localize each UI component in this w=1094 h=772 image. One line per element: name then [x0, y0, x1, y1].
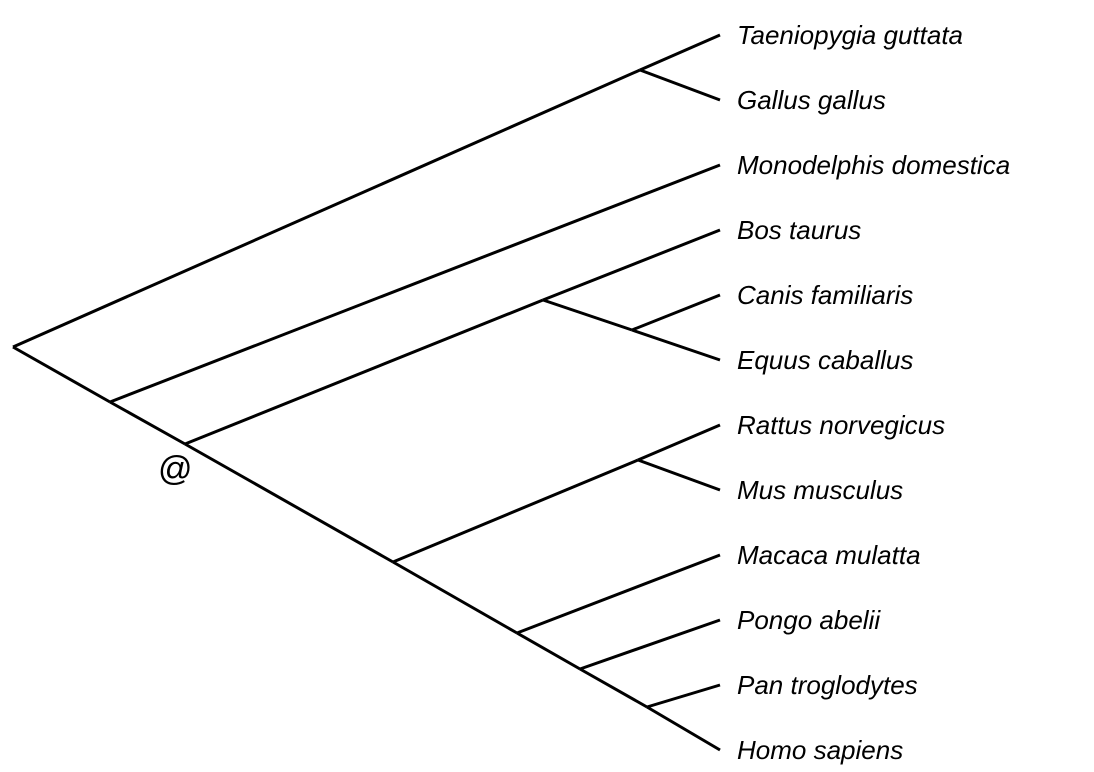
tree-branch [392, 458, 639, 564]
taxon-label: Monodelphis domestica [737, 150, 1010, 180]
marked-node-symbol: @ [158, 450, 193, 488]
taxon-label: Pongo abelii [737, 605, 881, 635]
tree-branch [12, 68, 641, 349]
tree-branch [516, 553, 721, 635]
tree-branch [631, 293, 721, 332]
taxon-label: Gallus gallus [737, 85, 886, 115]
taxon-label: Bos taurus [737, 215, 861, 245]
tree-branch [516, 631, 581, 671]
tree-branch [392, 560, 518, 635]
tree-branch [639, 33, 721, 72]
tree-branch [12, 345, 111, 404]
tree-branch [637, 423, 721, 462]
tree-branch [646, 683, 721, 709]
tree-branch [109, 163, 721, 404]
tree-branch [184, 298, 544, 446]
taxon-label: Homo sapiens [737, 735, 903, 765]
tree-branch [646, 705, 721, 752]
taxon-label: Pan troglodytes [737, 670, 918, 700]
tree-branch [542, 228, 721, 302]
taxon-label: Taeniopygia guttata [737, 20, 963, 50]
tree-branch [579, 667, 648, 709]
tree-branch [639, 68, 721, 102]
tree-branch [109, 400, 186, 446]
tree-branch [184, 442, 394, 564]
tree-branch [542, 298, 633, 332]
tree-branch [637, 458, 721, 492]
tree-branch [579, 618, 721, 671]
tree-branches [12, 33, 721, 752]
taxon-label: Equus caballus [737, 345, 913, 375]
taxon-label: Macaca mulatta [737, 540, 921, 570]
tree-branch [631, 328, 721, 362]
taxon-label: Rattus norvegicus [737, 410, 945, 440]
taxon-label: Canis familiaris [737, 280, 913, 310]
taxon-label: Mus musculus [737, 475, 903, 505]
